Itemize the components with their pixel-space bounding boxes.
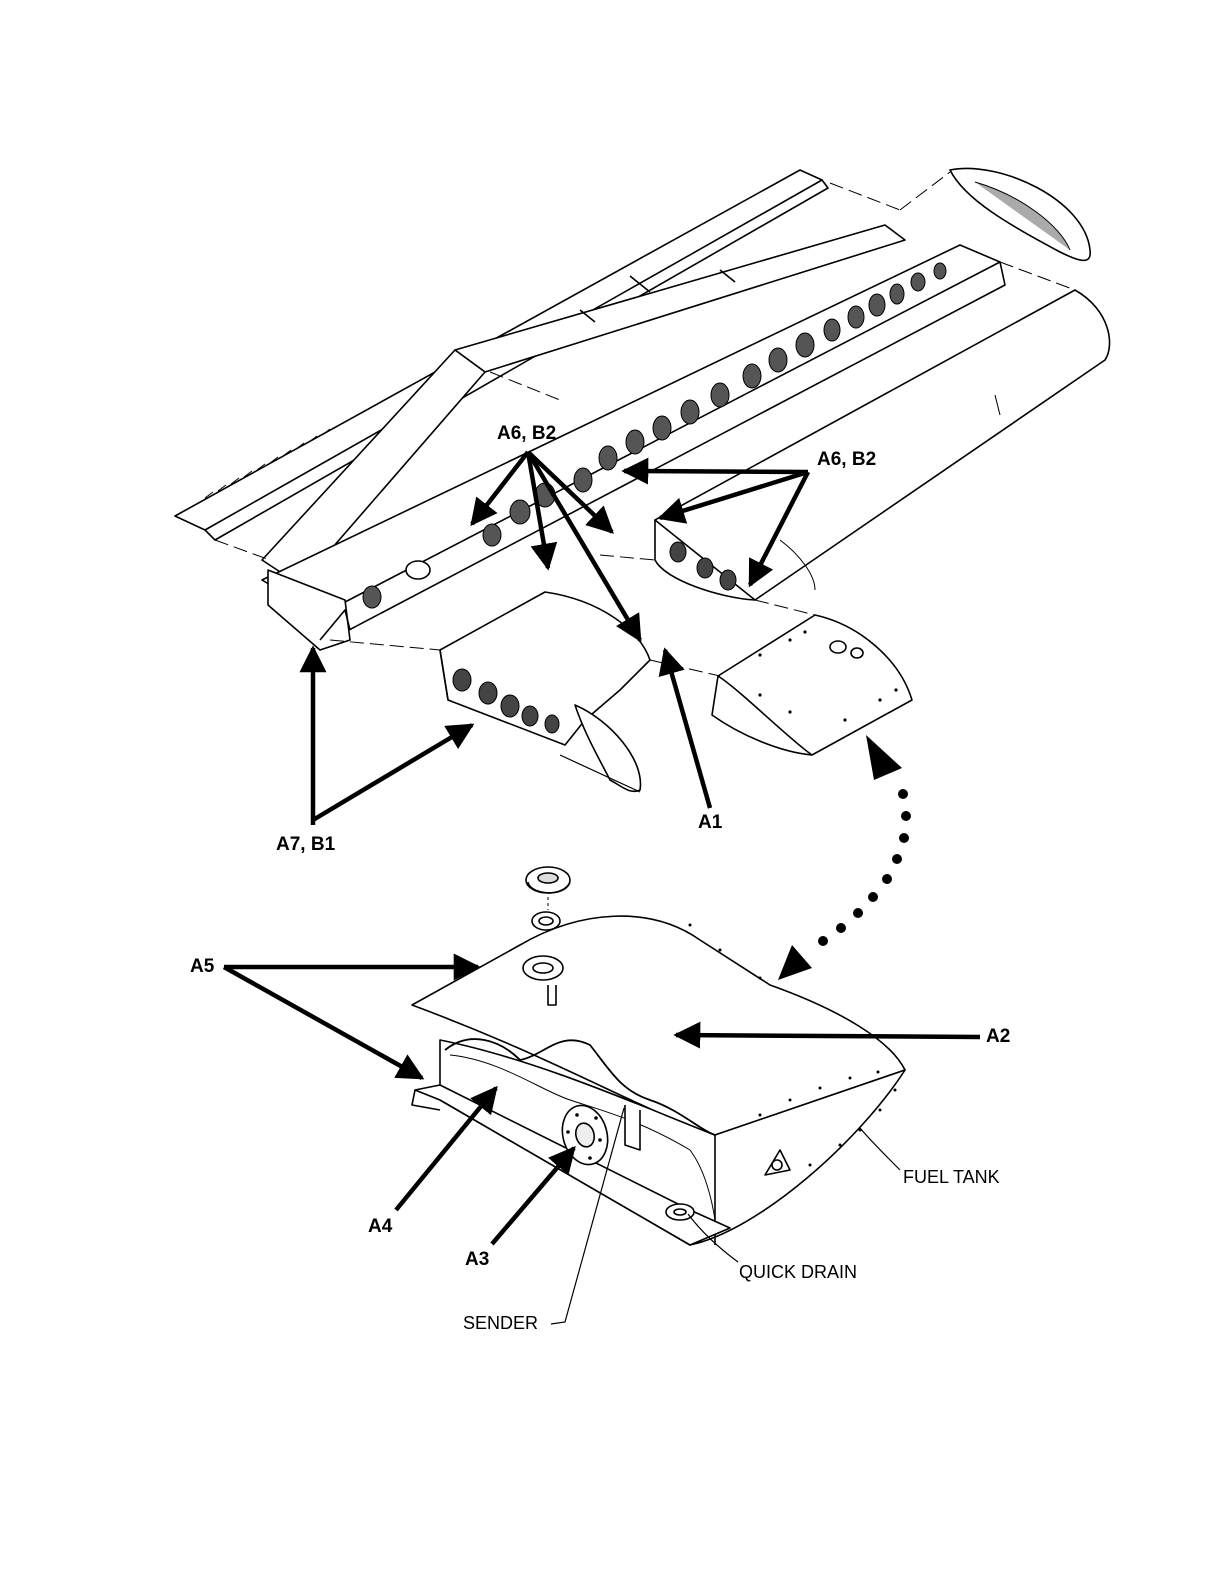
fuel-tank-cover xyxy=(712,615,912,755)
label-sender: SENDER xyxy=(463,1314,538,1332)
quick-drain-fitting xyxy=(666,1204,694,1220)
fuel-tank-assembly xyxy=(412,867,905,1245)
callout-a7-b1: A7, B1 xyxy=(276,835,335,854)
label-quick-drain: QUICK DRAIN xyxy=(739,1263,857,1281)
callout-a6-b2-right: A6, B2 xyxy=(817,450,876,469)
callout-a2: A2 xyxy=(986,1027,1010,1046)
callout-a3: A3 xyxy=(465,1250,489,1269)
callout-a5: A5 xyxy=(190,957,214,976)
wing-tip xyxy=(950,168,1090,260)
callout-a6-b2-left: A6, B2 xyxy=(497,424,556,443)
inboard-leading-edge-section xyxy=(440,592,650,792)
callout-a4: A4 xyxy=(368,1217,392,1236)
filler-cap xyxy=(526,867,570,893)
dotted-relation-arrow xyxy=(778,735,911,980)
callout-a1: A1 xyxy=(698,813,722,832)
label-fuel-tank: FUEL TANK xyxy=(903,1168,1000,1186)
leading-edge xyxy=(655,290,1110,600)
